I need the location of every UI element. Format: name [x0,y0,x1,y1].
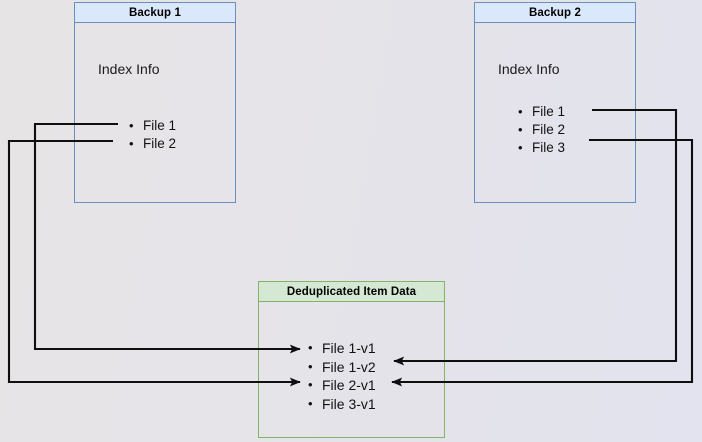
list-item[interactable]: File 2 [518,121,565,139]
node-deduplicated-item-data-title: Deduplicated Item Data [258,281,445,302]
node-backup-1-title: Backup 1 [74,2,236,23]
node-backup-1[interactable]: Backup 1 Index Info File 1 File 2 [74,2,236,203]
node-deduplicated-item-data[interactable]: Deduplicated Item Data File 1-v1 File 1-… [258,281,445,438]
list-item[interactable]: File 1-v2 [308,358,376,377]
list-item[interactable]: File 1-v1 [308,339,376,358]
node-backup-1-body [74,23,236,203]
backup-2-index-info-label: Index Info [498,61,560,77]
node-backup-2[interactable]: Backup 2 Index Info File 1 File 2 File 3 [474,2,636,203]
list-item[interactable]: File 1 [129,117,176,135]
list-item[interactable]: File 2 [129,135,176,153]
backup-1-index-info-label: Index Info [98,61,160,77]
list-item[interactable]: File 3 [518,139,565,157]
backup-2-file-list: File 1 File 2 File 3 [518,103,565,157]
list-item[interactable]: File 1 [518,103,565,121]
dedup-file-list: File 1-v1 File 1-v2 File 2-v1 File 3-v1 [308,339,376,413]
node-backup-2-title: Backup 2 [474,2,636,23]
list-item[interactable]: File 2-v1 [308,376,376,395]
list-item[interactable]: File 3-v1 [308,395,376,414]
backup-1-file-list: File 1 File 2 [129,117,176,153]
